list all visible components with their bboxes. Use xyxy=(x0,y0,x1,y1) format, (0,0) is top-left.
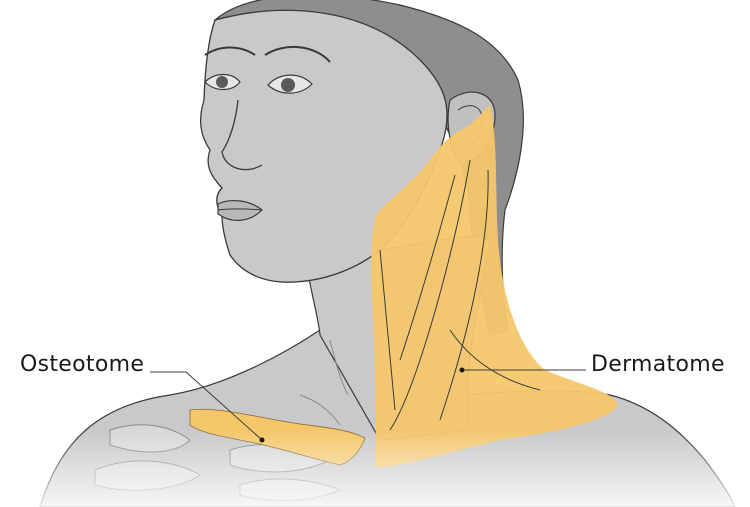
osteotome-leader xyxy=(150,371,265,443)
dermatome-leader xyxy=(459,367,586,373)
eyebrow-left xyxy=(204,46,256,56)
eye-right xyxy=(267,74,313,94)
dermatome-region xyxy=(371,105,618,468)
eyebrow-right xyxy=(264,45,331,63)
osteotome-label: Osteotome xyxy=(20,352,145,377)
neck-muscle-lines xyxy=(379,159,541,431)
nose xyxy=(221,99,263,171)
eye-left xyxy=(204,73,241,91)
dermatome-label: Dermatome xyxy=(591,352,725,377)
